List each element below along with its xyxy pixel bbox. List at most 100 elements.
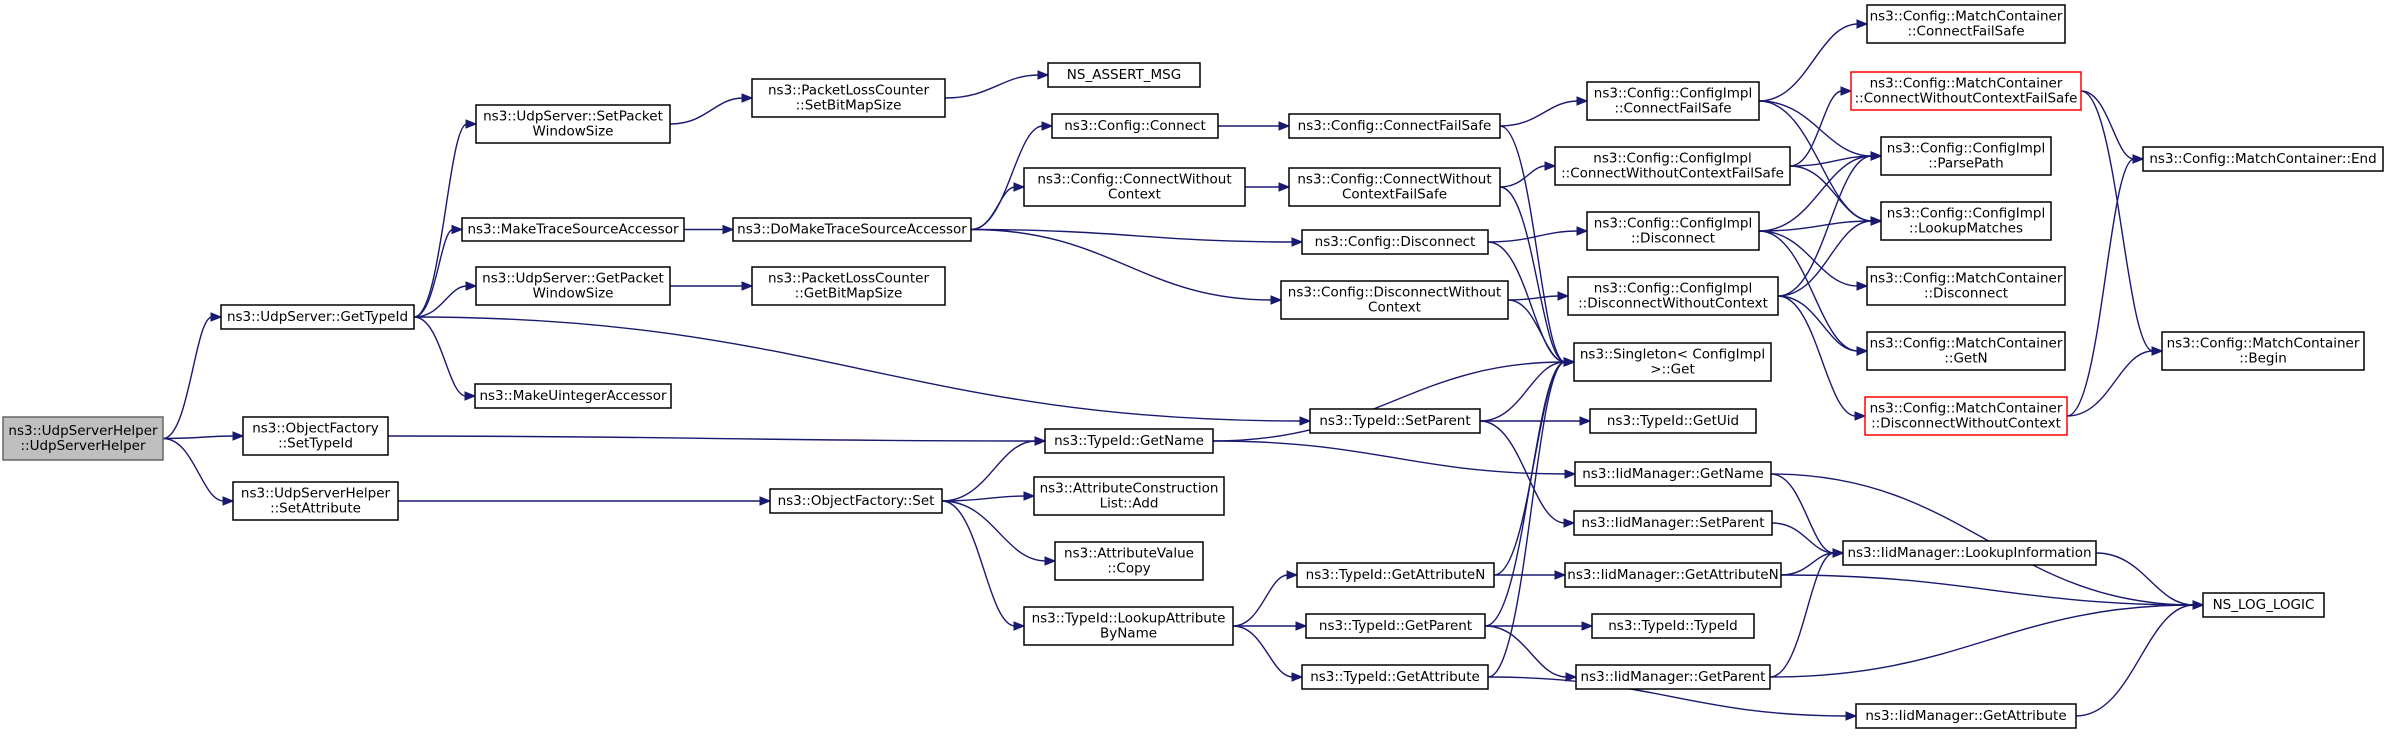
node-av-copy[interactable]: ns3::AttributeValue::Copy — [1054, 541, 1204, 581]
edge-tid-get-attr-to-iid-get-attr — [1487, 676, 1858, 721]
node-label: >::Get — [1650, 362, 1694, 378]
node-ci-lookup[interactable]: ns3::Config::ConfigImpl::LookupMatches — [1880, 201, 2052, 241]
node-mc-end[interactable]: ns3::Config::MatchContainer::End — [2142, 146, 2384, 172]
node-iid-set-parent[interactable]: ns3::IidManager::SetParent — [1573, 510, 1773, 536]
edge-line — [1769, 604, 2195, 678]
edge-line — [2066, 158, 2135, 417]
node-tid-set-parent[interactable]: ns3::TypeId::SetParent — [1309, 408, 1481, 434]
node-box — [1047, 62, 1201, 88]
node-box — [242, 416, 389, 456]
node-of-set-type-id[interactable]: ns3::ObjectFactory::SetTypeId — [242, 416, 389, 456]
node-mc-connect-fs[interactable]: ns3::Config::MatchContainer::ConnectFail… — [1866, 4, 2066, 44]
node-box — [1305, 613, 1486, 639]
node-ci-disconnect-wc[interactable]: ns3::Config::ConfigImpl::DisconnectWitho… — [1567, 276, 1779, 316]
node-tid-get-attr[interactable]: ns3::TypeId::GetAttribute — [1301, 664, 1489, 690]
node-mc-disconnect[interactable]: ns3::Config::MatchContainer::Disconnect — [1866, 266, 2066, 306]
node-make-uint[interactable]: ns3::MakeUintegerAccessor — [474, 383, 672, 409]
node-cfg-disconnect[interactable]: ns3::Config::Disconnect — [1301, 229, 1489, 255]
node-cfg-connect-wcfs[interactable]: ns3::Config::ConnectWithoutContextFailSa… — [1288, 167, 1501, 207]
node-box — [1296, 562, 1495, 588]
node-label: ByName — [1100, 626, 1157, 642]
arrowhead — [1278, 182, 1291, 192]
edge-ci-disconnect-to-mc-disconnect — [1758, 230, 1869, 291]
edge-line — [2080, 90, 2154, 352]
arrowhead — [1870, 216, 1883, 226]
node-tid-get-name[interactable]: ns3::TypeId::GetName — [1044, 428, 1214, 454]
node-iid-get-name[interactable]: ns3::IidManager::GetName — [1574, 461, 1772, 487]
node-singleton-get[interactable]: ns3::Singleton< ConfigImpl>::Get — [1573, 342, 1772, 382]
node-get-type-id[interactable]: ns3::UdpServer::GetTypeId — [220, 304, 415, 330]
node-root[interactable]: ns3::UdpServerHelper::UdpServerHelper — [2, 416, 164, 461]
node-label: ContextFailSafe — [1342, 187, 1447, 203]
node-iid-get-attr-n[interactable]: ns3::IidManager::GetAttributeN — [1564, 562, 1782, 588]
node-label: ns3::UdpServerHelper — [8, 423, 158, 439]
node-box — [1564, 562, 1782, 588]
node-tid-get-attr-n[interactable]: ns3::TypeId::GetAttributeN — [1296, 562, 1495, 588]
arrowhead — [2151, 346, 2164, 356]
arrowhead — [1856, 19, 1869, 29]
node-ci-connect-fs[interactable]: ns3::Config::ConfigImpl::ConnectFailSafe — [1586, 81, 1760, 121]
node-iid-lookup-info[interactable]: ns3::IidManager::LookupInformation — [1842, 540, 2097, 566]
node-plc-set[interactable]: ns3::PacketLossCounter::SetBitMapSize — [751, 78, 946, 118]
node-ns-log-logic[interactable]: NS_LOG_LOGIC — [2202, 592, 2325, 618]
node-assert-msg[interactable]: NS_ASSERT_MSG — [1047, 62, 1201, 88]
edge-of-set-to-ac-list-add — [941, 491, 1036, 502]
edge-line — [1484, 625, 1568, 678]
node-ci-parse-path[interactable]: ns3::Config::ConfigImpl::ParsePath — [1880, 136, 2052, 176]
edge-do-make-tsa-to-cfg-disconnect-wc — [970, 228, 1283, 305]
edge-mc-disconnect-wc-to-mc-begin — [2066, 346, 2164, 417]
node-make-tsa[interactable]: ns3::MakeTraceSourceAccessor — [461, 217, 685, 242]
node-do-make-tsa[interactable]: ns3::DoMakeTraceSourceAccessor — [732, 217, 972, 242]
arrowhead — [1854, 411, 1867, 421]
arrowhead — [222, 496, 235, 506]
node-box — [232, 481, 399, 521]
node-tid-get-uid[interactable]: ns3::TypeId::GetUid — [1589, 408, 1757, 434]
edge-line — [162, 435, 235, 440]
arrowhead — [464, 391, 477, 401]
node-tid-type-id[interactable]: ns3::TypeId::TypeId — [1591, 613, 1755, 639]
node-of-set[interactable]: ns3::ObjectFactory::Set — [769, 488, 943, 514]
node-label: ns3::Config::ConnectFailSafe — [1298, 118, 1492, 134]
node-iid-get-attr[interactable]: ns3::IidManager::GetAttribute — [1855, 703, 2077, 729]
node-plc-get[interactable]: ns3::PacketLossCounter::GetBitMapSize — [751, 266, 946, 306]
edge-line — [1232, 574, 1289, 627]
node-label: ns3::ObjectFactory — [252, 421, 379, 437]
edge-line — [1780, 574, 2195, 606]
node-box — [475, 266, 671, 306]
arrowhead — [2132, 154, 2145, 164]
node-label: ns3::IidManager::GetParent — [1581, 669, 1766, 685]
node-cfg-disconnect-wc[interactable]: ns3::Config::DisconnectWithoutContext — [1280, 280, 1509, 320]
arrowhead — [1299, 416, 1312, 426]
edge-do-make-tsa-to-cfg-disconnect — [970, 228, 1304, 247]
node-mc-begin[interactable]: ns3::Config::MatchContainer::Begin — [2161, 331, 2365, 371]
node-label: ns3::Singleton< ConfigImpl — [1580, 347, 1765, 363]
node-tid-get-parent[interactable]: ns3::TypeId::GetParent — [1305, 613, 1486, 639]
node-box — [1866, 266, 2066, 306]
node-ush-set-attr[interactable]: ns3::UdpServerHelper::SetAttribute — [232, 481, 399, 521]
node-mc-disconnect-wc[interactable]: ns3::Config::MatchContainer::DisconnectW… — [1864, 396, 2068, 436]
node-cfg-connect-fs[interactable]: ns3::Config::ConnectFailSafe — [1288, 113, 1501, 139]
node-mc-get-n[interactable]: ns3::Config::MatchContainer::GetN — [1866, 331, 2066, 371]
edge-iid-set-parent-to-iid-lookup-info — [1771, 522, 1845, 558]
node-box — [1288, 113, 1501, 139]
node-mc-connect-wcfs[interactable]: ns3::Config::MatchContainer::ConnectWith… — [1850, 71, 2082, 111]
node-box — [1554, 146, 1791, 186]
arrowhead — [1270, 295, 1283, 305]
node-iid-get-parent[interactable]: ns3::IidManager::GetParent — [1575, 664, 1771, 690]
arrowhead — [1565, 672, 1578, 682]
node-label: ::UdpServerHelper — [20, 438, 145, 454]
edge-line — [1771, 522, 1835, 554]
node-cfg-connect[interactable]: ns3::Config::Connect — [1051, 113, 1219, 139]
edge-tid-set-parent-to-singleton-get — [1479, 357, 1576, 422]
node-ci-connect-wcfs[interactable]: ns3::Config::ConfigImpl::ConnectWithoutC… — [1554, 146, 1791, 186]
edge-tid-get-attr-n-to-iid-get-attr-n — [1494, 570, 1567, 580]
edge-get-type-id-to-make-uint — [413, 316, 477, 401]
node-cfg-connect-wc[interactable]: ns3::Config::ConnectWithoutContext — [1023, 167, 1246, 207]
node-ci-disconnect[interactable]: ns3::Config::ConfigImpl::Disconnect — [1586, 211, 1760, 251]
node-box — [1567, 276, 1779, 316]
